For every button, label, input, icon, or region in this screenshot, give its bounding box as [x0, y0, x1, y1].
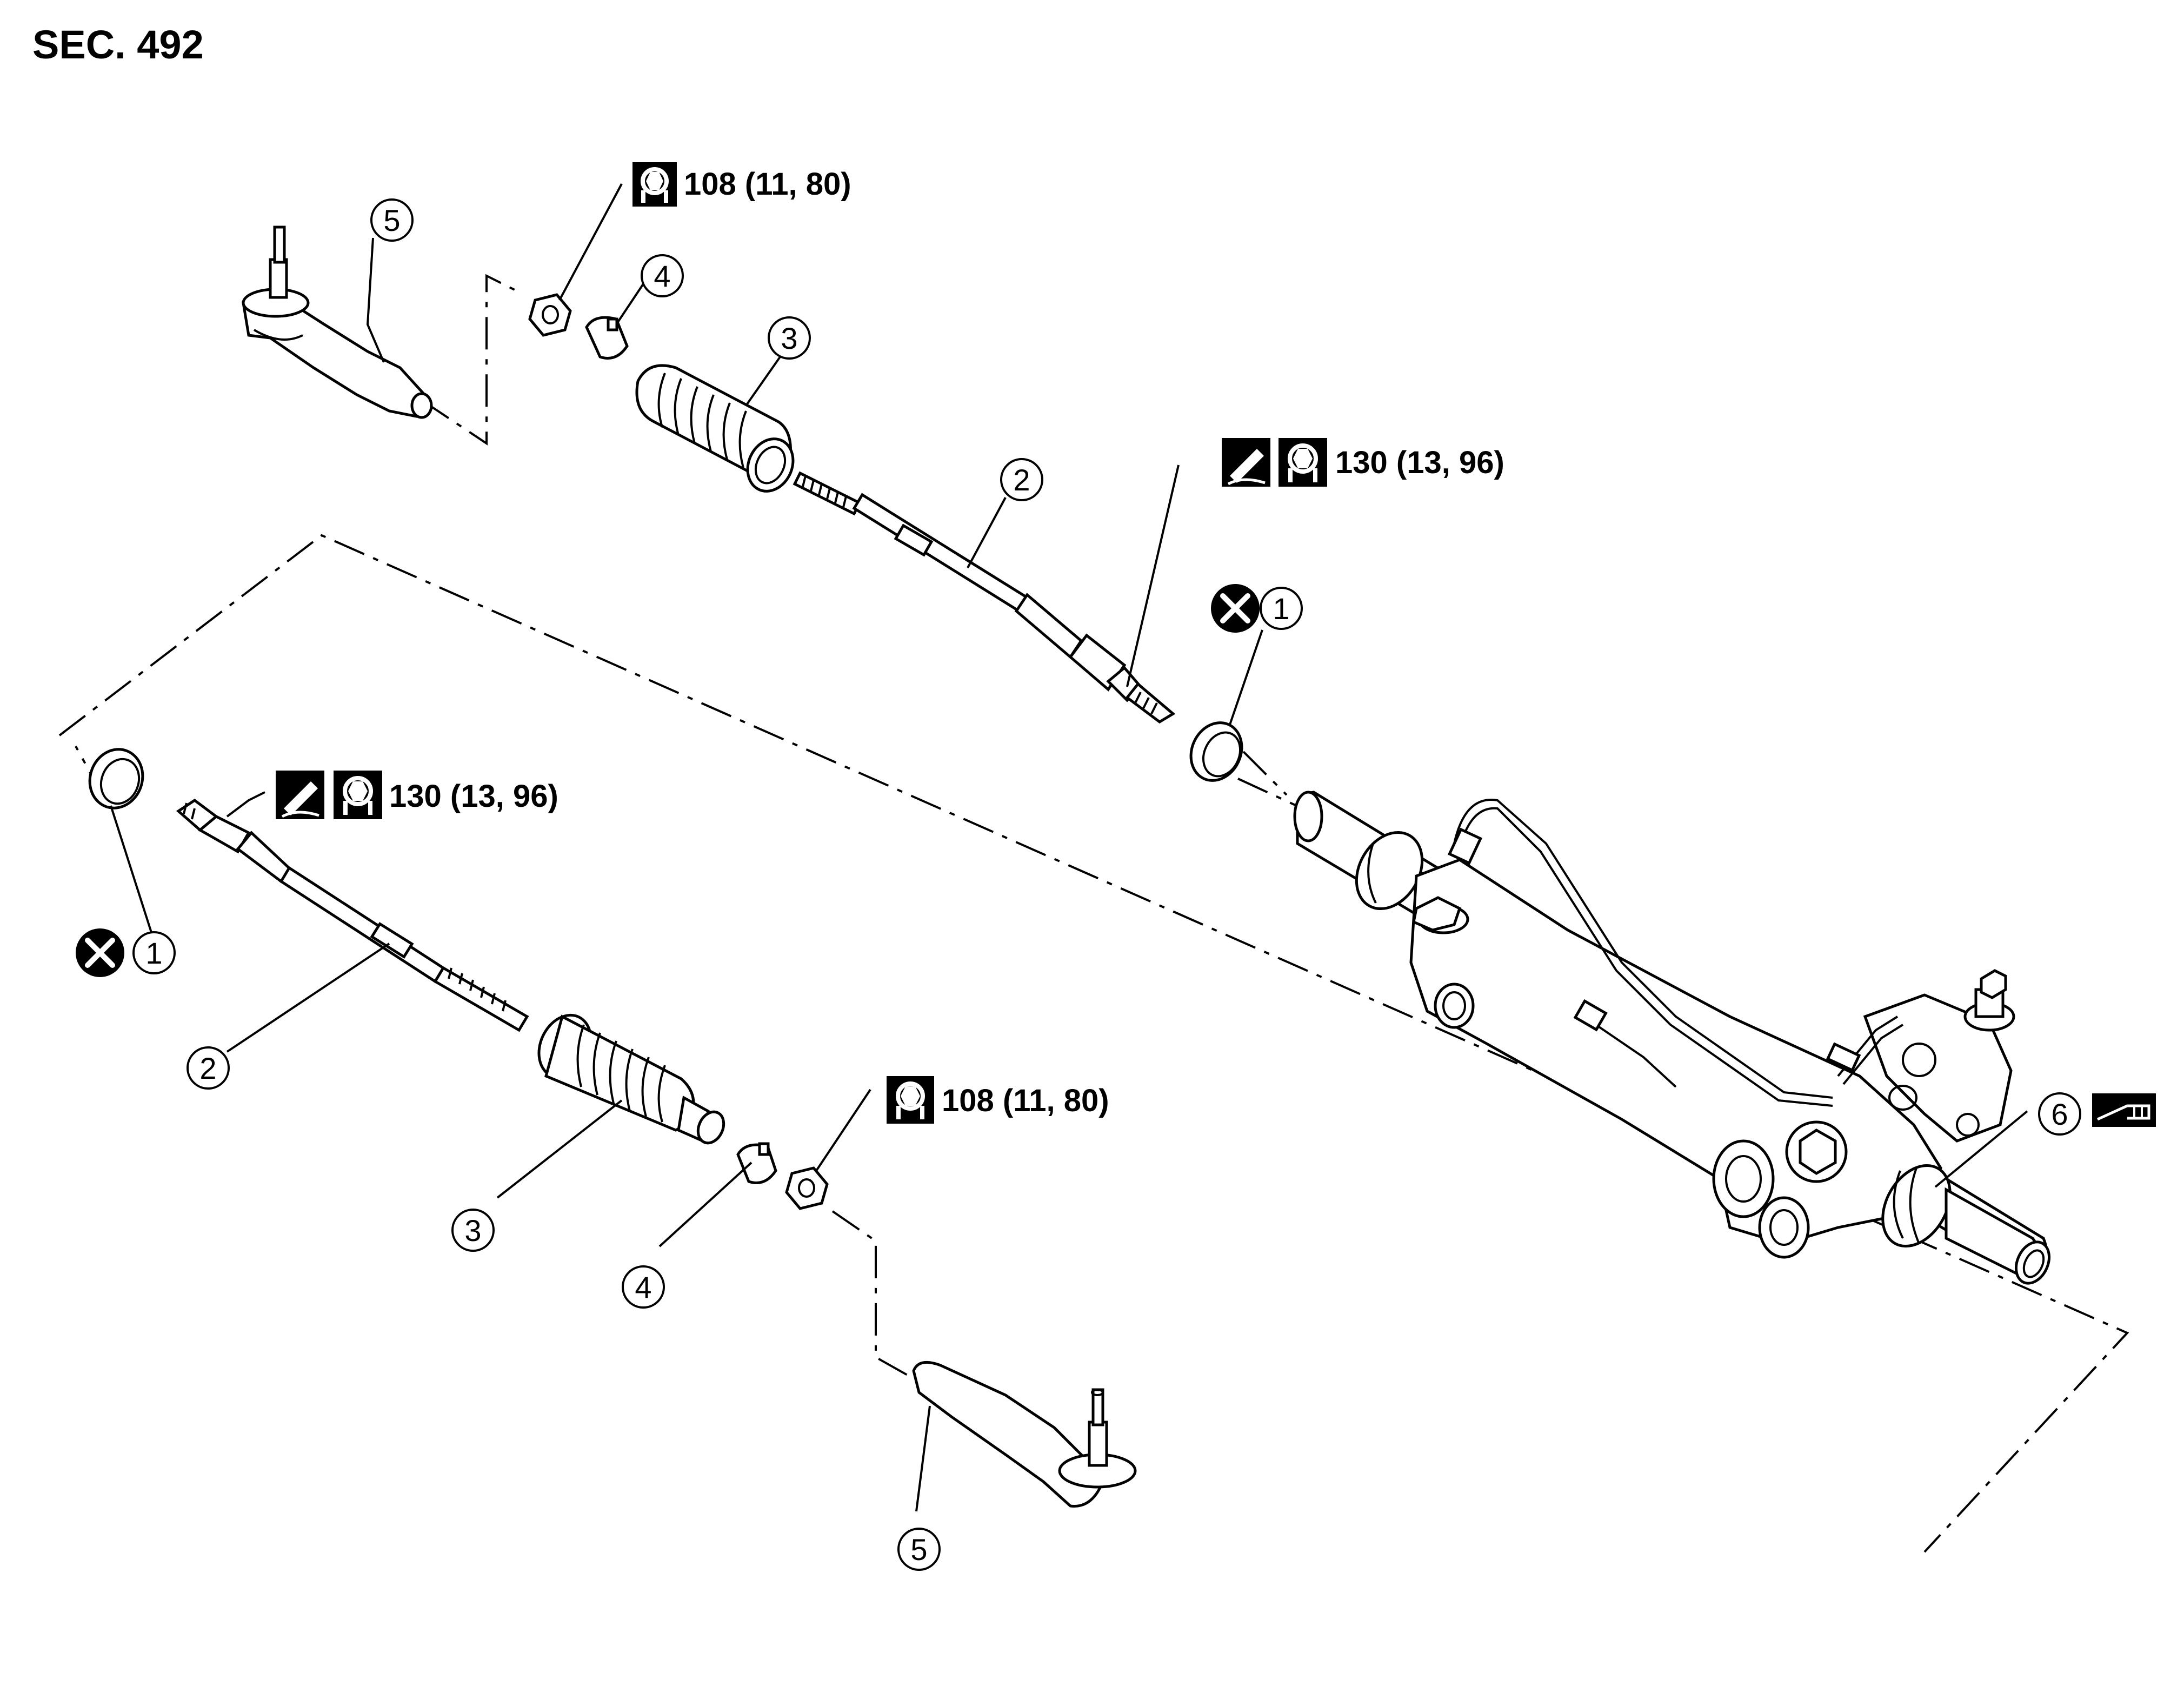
nut-upper	[528, 293, 572, 337]
callout-1-left: 1	[132, 931, 176, 974]
tie-rod-end-lower	[912, 1360, 1137, 1508]
callout-3-upper: 3	[768, 316, 811, 360]
callout-4-lower-text: 4	[635, 1270, 651, 1304]
nut-lower	[785, 1166, 829, 1210]
tie-rod-end-upper	[242, 225, 433, 419]
callout-1-right: 1	[1260, 587, 1303, 630]
callout-5-upper: 5	[370, 198, 414, 242]
callout-5-upper-text: 5	[383, 203, 400, 237]
boot-ring-right	[1189, 721, 1243, 782]
torque-value-upper-inner: 130 (13, 96)	[1335, 445, 1504, 480]
torque-spec-upper-inner: 130 (13, 96)	[1222, 438, 1504, 487]
do-not-reuse-icon	[1211, 584, 1260, 633]
callout-2-upper: 2	[1000, 458, 1043, 501]
torque-wrench-icon	[887, 1076, 934, 1124]
callout-1-right-text: 1	[1273, 592, 1289, 626]
callout-2-upper-text: 2	[1013, 463, 1030, 497]
callout-3-lower-text: 3	[464, 1213, 481, 1247]
dashed-line-upper-end	[421, 274, 520, 446]
callout-2-lower: 2	[187, 1046, 230, 1090]
steering-gear-assembly	[1293, 791, 2050, 1285]
callout-3-upper-text: 3	[781, 321, 797, 355]
torque-wrench-icon	[632, 162, 677, 207]
boot-upper	[635, 364, 795, 493]
callout-2-lower-text: 2	[199, 1051, 216, 1085]
callout-4-upper-text: 4	[654, 259, 670, 293]
apply-sealant-icon	[276, 771, 324, 819]
callout-4-upper: 4	[641, 254, 684, 297]
callout-6-text: 6	[2051, 1097, 2068, 1131]
dashed-frame	[58, 534, 2129, 1553]
torque-value-upper-nut: 108 (11, 80)	[684, 167, 851, 202]
dashed-line-lower-end	[831, 1210, 920, 1383]
torque-value-lower-nut: 108 (11, 80)	[942, 1083, 1109, 1118]
callout-4-lower: 4	[622, 1265, 665, 1309]
torque-spec-upper-nut: 108 (11, 80)	[632, 162, 851, 207]
callout-6: 6	[2038, 1092, 2081, 1136]
boot-ring-left	[88, 748, 144, 809]
callout-3-lower: 3	[451, 1209, 495, 1252]
assembly-dashed-lines	[58, 274, 2129, 1553]
dashed-line-ring	[1242, 751, 1288, 796]
torque-spec-lower-inner: 130 (13, 96)	[276, 771, 558, 819]
torque-value-lower-inner: 130 (13, 96)	[389, 779, 558, 814]
clamp-lower	[736, 1142, 777, 1184]
torque-wrench-icon	[334, 771, 382, 819]
torque-wrench-icon	[1279, 438, 1327, 487]
callout-1-left-text: 1	[145, 936, 162, 970]
do-not-reuse-icon	[76, 928, 124, 977]
boot-lower	[537, 1013, 725, 1145]
callout-5-lower-text: 5	[910, 1532, 927, 1567]
inner-socket-lower	[176, 798, 529, 1032]
clamp-upper	[585, 316, 629, 360]
apply-sealant-icon	[1222, 438, 1270, 487]
section-label: SEC. 492	[32, 22, 204, 67]
leader-lines	[110, 183, 2028, 1512]
torque-spec-lower-nut: 108 (11, 80)	[887, 1076, 1109, 1124]
callout-5-lower: 5	[897, 1528, 941, 1571]
inner-socket-upper	[793, 471, 1176, 724]
apply-grease-icon	[2092, 1093, 2156, 1127]
